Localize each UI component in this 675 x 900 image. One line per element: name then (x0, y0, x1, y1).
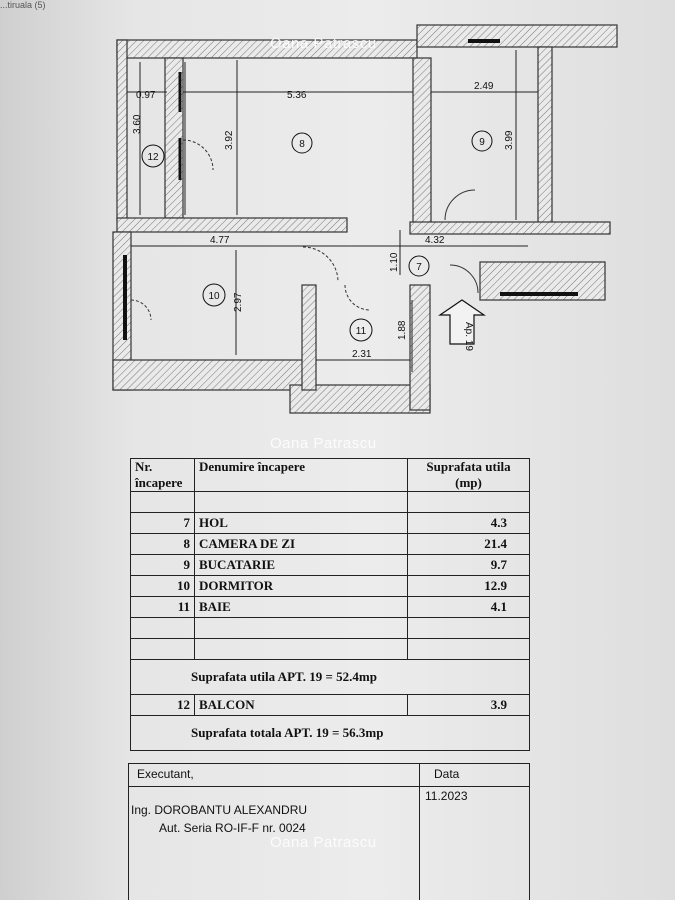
row-name: HOL (194, 512, 408, 534)
row-name: CAMERA DE ZI (194, 533, 408, 555)
engineer-name: Ing. DOROBANTU ALEXANDRU (131, 803, 308, 817)
dim-kitchen-length: 3.99 (504, 130, 515, 150)
date-value: 11.2023 (425, 789, 468, 803)
row-area: 9.7 (407, 554, 530, 576)
row-area: 21.4 (407, 533, 530, 555)
dim-bath-length: 1.88 (397, 320, 408, 340)
balcony-row: 12 BALCON 3.9 (130, 694, 530, 716)
door-swings (130, 139, 479, 321)
table-row-empty (130, 491, 530, 513)
table-row: 7 HOL 4.3 (130, 512, 530, 534)
watermark-top: Oana Patrascu (270, 35, 377, 52)
signature-block: Executant, Data 11.2023 Ing. DOROBANTU A… (128, 763, 530, 900)
floor-plan: Ap. 19 0.97 5.36 2.49 3.60 3.92 3.99 4.7… (112, 24, 618, 414)
dim-bath-width: 2.31 (352, 349, 372, 360)
authorization-number: Aut. Seria RO-IF-F nr. 0024 (159, 821, 306, 835)
dimension-lines (127, 50, 538, 372)
room-markers: 7 8 9 10 11 12 (141, 130, 493, 342)
dimension-labels: 0.97 5.36 2.49 3.60 3.92 3.99 4.77 4.32 … (132, 81, 515, 360)
signature-divider (419, 763, 420, 900)
row-nr: 11 (130, 596, 195, 618)
table-row-empty (130, 638, 530, 660)
grand-total: Suprafata totala APT. 19 = 56.3mp (130, 715, 530, 751)
dim-living-length: 3.92 (224, 130, 235, 150)
room-7-marker: 7 (416, 262, 422, 273)
row-area: 12.9 (407, 575, 530, 597)
grand-total-row: Suprafata totala APT. 19 = 56.3mp (130, 715, 530, 751)
row-area: 4.3 (407, 512, 530, 534)
header-nr: Nr. încapere (130, 458, 195, 492)
useful-total: Suprafata utila APT. 19 = 52.4mp (130, 659, 530, 695)
header-fragment: ...tiruala (5) (0, 0, 46, 10)
signature-header-row (129, 763, 529, 787)
row-name: BUCATARIE (194, 554, 408, 576)
entrance-arrow: Ap. 19 (438, 299, 486, 351)
table-row: 10 DORMITOR 12.9 (130, 575, 530, 597)
date-label: Data (434, 767, 460, 781)
row-nr: 12 (130, 694, 195, 716)
room-12-marker: 12 (147, 152, 159, 163)
header-name: Denumire încapere (194, 458, 408, 492)
table-row-empty (130, 617, 530, 639)
dim-bedroom-width: 4.77 (210, 235, 230, 246)
row-area: 4.1 (407, 596, 530, 618)
dim-hall-width: 4.32 (425, 235, 445, 246)
room-legend-table: Nr. încapere Denumire încapere Suprafata… (130, 458, 530, 751)
legend-header-row: Nr. încapere Denumire încapere Suprafata… (130, 458, 530, 492)
room-11-marker: 11 (356, 326, 367, 337)
dim-living-width: 5.36 (287, 90, 307, 101)
dim-kitchen-width: 2.49 (474, 81, 494, 92)
executant-label: Executant, (137, 767, 194, 781)
room-10-marker: 10 (208, 291, 220, 302)
header-area: Suprafata utila (mp) (407, 458, 530, 492)
dim-balcony-length: 3.60 (132, 114, 143, 134)
row-nr: 7 (130, 512, 195, 534)
windows (123, 39, 578, 340)
entrance-label: Ap. 19 (463, 322, 474, 351)
row-nr: 8 (130, 533, 195, 555)
dim-bedroom-length: 2.97 (233, 292, 244, 312)
row-nr: 10 (130, 575, 195, 597)
table-row: 11 BAIE 4.1 (130, 596, 530, 618)
row-name: DORMITOR (194, 575, 408, 597)
useful-total-row: Suprafata utila APT. 19 = 52.4mp (130, 659, 530, 695)
row-nr: 9 (130, 554, 195, 576)
room-9-marker: 9 (479, 137, 485, 148)
row-area: 3.9 (407, 694, 530, 716)
row-name: BAIE (194, 596, 408, 618)
watermark-middle: Oana Patrascu (270, 435, 377, 452)
room-8-marker: 8 (299, 139, 305, 150)
dim-balcony-width: 0.97 (136, 90, 156, 101)
table-row: 9 BUCATARIE 9.7 (130, 554, 530, 576)
dim-hall-length: 1.10 (389, 252, 400, 272)
table-row: 8 CAMERA DE ZI 21.4 (130, 533, 530, 555)
row-name: BALCON (194, 694, 408, 716)
watermark-bottom: Oana Patrascu (270, 834, 377, 851)
